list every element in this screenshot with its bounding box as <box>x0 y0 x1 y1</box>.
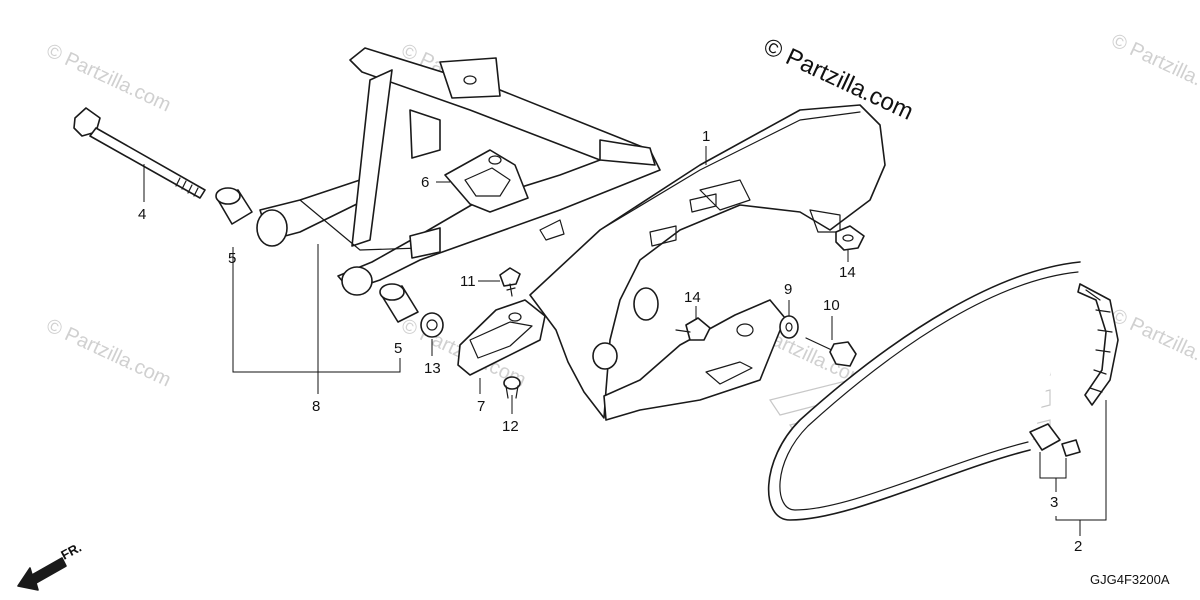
callout-14-lower: 14 <box>684 289 701 306</box>
callout-11: 11 <box>460 273 476 290</box>
chain-guide-block <box>444 149 529 213</box>
callout-7: 7 <box>477 398 485 415</box>
callout-5-right: 5 <box>394 340 402 357</box>
washer-9 <box>779 315 799 339</box>
watermark-text: © Partzilla.com <box>43 315 174 392</box>
bolt-14-upper <box>835 225 865 251</box>
callout-9: 9 <box>784 281 792 298</box>
watermark-text: © Partzilla.com <box>43 40 174 117</box>
watermark-text: © Partzilla.com <box>1108 30 1200 107</box>
callout-3: 3 <box>1050 494 1058 511</box>
callout-5-left: 5 <box>228 250 236 267</box>
front-indicator: FR. <box>17 540 84 591</box>
callouts: 1 2 3 4 5 5 6 7 8 9 10 11 12 13 14 14 <box>138 128 1082 555</box>
diagram-code: GJG4F3200A <box>1090 572 1170 587</box>
master-link <box>1029 423 1081 457</box>
callout-12: 12 <box>502 418 519 435</box>
leader-lines <box>143 146 1107 536</box>
callout-10: 10 <box>823 297 840 314</box>
bushing-right <box>379 283 419 323</box>
bolt-11 <box>499 267 521 297</box>
nut-13 <box>420 312 444 338</box>
watermark-text: © Partzilla.com <box>1108 305 1200 382</box>
bushing-left <box>215 187 253 225</box>
callout-14-upper: 14 <box>839 264 856 281</box>
drive-chain <box>767 261 1119 521</box>
callout-1: 1 <box>702 128 710 145</box>
chain-slider <box>457 299 546 376</box>
callout-2: 2 <box>1074 538 1082 555</box>
callout-8: 8 <box>312 398 320 415</box>
pivot-bolt <box>73 107 206 199</box>
bolt-10 <box>805 337 857 367</box>
callout-4: 4 <box>138 206 146 223</box>
chain-case <box>529 104 886 421</box>
bolt-12 <box>503 376 521 399</box>
callout-6: 6 <box>421 174 429 191</box>
swingarm <box>256 47 661 296</box>
callout-13: 13 <box>424 360 441 377</box>
front-arrow-icon <box>17 557 67 591</box>
bolt-14-lower <box>675 317 711 341</box>
